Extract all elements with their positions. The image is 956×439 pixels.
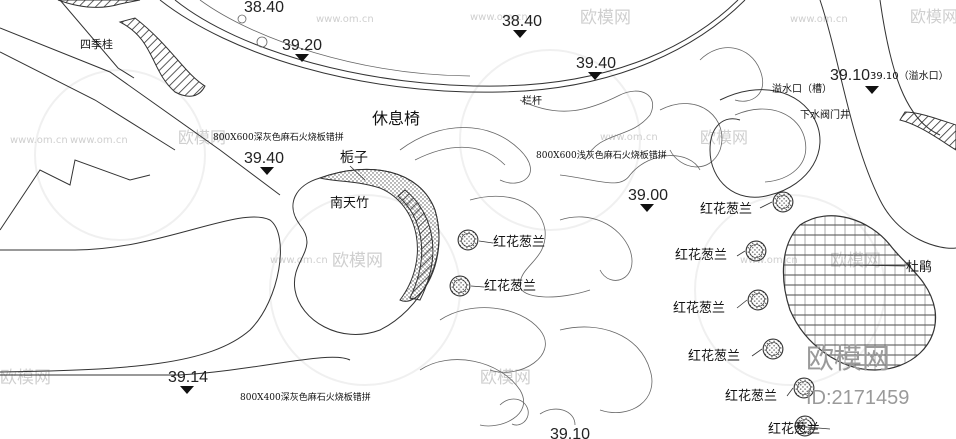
watermark-site: www.om.cn (470, 12, 528, 23)
elevation-label: 39.10 (830, 67, 870, 84)
watermark-brand: 欧模网 (480, 368, 531, 388)
elevation-note: 39.10（溢水口） (870, 69, 949, 82)
watermark-site: www.om.cn (10, 135, 68, 146)
watermark-brand: 欧模网 (0, 368, 51, 388)
brand-watermark: 欧模网 ID:2171459 (806, 342, 909, 409)
watermark-site: www.om.cn (70, 135, 128, 146)
elevation-label: 39.14 (168, 369, 208, 386)
watermark-site: www.om.cn (740, 255, 798, 266)
elevation-marker-icon (865, 86, 879, 94)
bench-label: 休息椅 (372, 109, 420, 128)
brand-id: ID:2171459 (806, 387, 909, 409)
watermark-site: www.om.cn (316, 14, 374, 25)
osmanthus-label: 四季桂 (80, 37, 113, 51)
watermark-brand: 欧模网 (700, 128, 748, 147)
elevation-markers: 38.40 38.40 39.20 39.40 39.40 39.00 39.1… (168, 0, 949, 439)
elevation-marker-icon (295, 54, 309, 62)
overflow-label: 溢水口（槽） (772, 82, 832, 95)
paving-label: 800X400深灰色麻石火烧板错拼 (240, 391, 371, 403)
plant-symbol-icon (449, 275, 471, 297)
azalea-label: 杜鹃 (906, 259, 932, 275)
nandina-label: 南天竹 (330, 195, 369, 211)
brand-text: 欧模网 (806, 342, 890, 375)
elevation-label: 39.10 (550, 426, 590, 439)
plant-symbol-icon (762, 338, 784, 360)
paving-label: 800X600浅灰色麻石火烧板错拼 (536, 149, 667, 161)
watermark-site: www.om.cn (270, 255, 328, 266)
plant-symbol-icon (772, 191, 794, 213)
orchid-label: 红花葱兰 (768, 421, 820, 437)
plant-symbol-icon (457, 229, 479, 251)
orchid-label: 红花葱兰 (484, 278, 536, 294)
elevation-label: 39.00 (628, 187, 668, 204)
watermark-brand: 欧模网 (580, 8, 631, 28)
watermark-brand: 欧模网 (332, 251, 383, 271)
plant-symbol-icon (747, 289, 769, 311)
elevation-label: 39.40 (576, 55, 616, 72)
orchid-label: 红花葱兰 (688, 348, 740, 364)
labels: 四季桂 休息椅 栏杆 800X600深灰色麻石火烧板错拼 800X600浅灰色麻… (80, 37, 932, 437)
paving-label: 800X600深灰色麻石火烧板错拼 (213, 131, 344, 143)
elevation-label: 39.40 (244, 150, 284, 167)
valve-well-label: 下水阀门井 (800, 108, 850, 121)
watermark-brand: 欧模网 (910, 7, 956, 26)
plan-linework (0, 0, 956, 427)
gardenia-label: 栀子 (340, 150, 368, 166)
leader-lines (349, 165, 906, 430)
watermark-site: www.om.cn (600, 132, 658, 143)
elevation-marker-icon (180, 386, 194, 394)
orchid-label: 红花葱兰 (673, 300, 725, 316)
orchid-label: 红花葱兰 (700, 201, 752, 217)
elevation-marker-icon (513, 30, 527, 38)
elevation-marker-icon (640, 204, 654, 212)
railing-label: 栏杆 (522, 94, 542, 107)
orchid-label: 红花葱兰 (675, 247, 727, 263)
watermark-site: www.om.cn (790, 14, 848, 25)
orchid-label: 红花葱兰 (493, 234, 545, 250)
elevation-label: 39.20 (282, 37, 322, 54)
elevation-marker-icon (260, 167, 274, 175)
elevation-label: 38.40 (502, 13, 542, 30)
elevation-label: 38.40 (244, 0, 284, 16)
plant-symbol-icon (745, 240, 767, 262)
orchid-label: 红花葱兰 (725, 388, 777, 404)
